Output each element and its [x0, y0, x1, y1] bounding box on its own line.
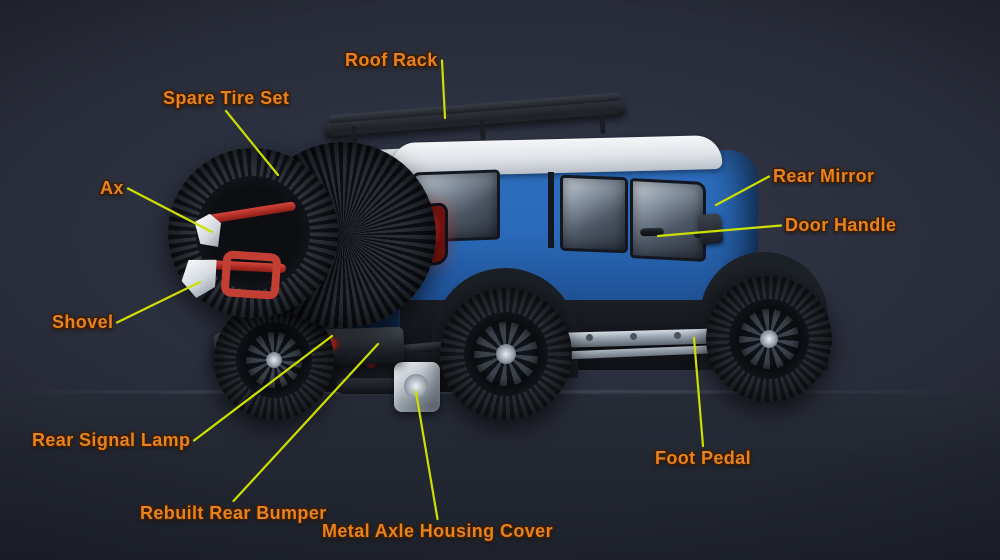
pedal-stud — [674, 332, 681, 339]
callout-label-door-handle: Door Handle — [785, 215, 897, 235]
callout-label-shovel: Shovel — [52, 312, 114, 332]
front-right-wheel — [706, 276, 832, 402]
pedal-stud — [586, 334, 593, 341]
axle-tube — [336, 378, 402, 394]
rear-mirror-part — [698, 212, 724, 246]
wheel-hub — [266, 352, 282, 368]
callout-label-roof-rack: Roof Rack — [345, 50, 438, 70]
tool-mount-loop — [220, 250, 282, 300]
door-handle-part — [639, 227, 665, 237]
front-door-window — [630, 178, 706, 262]
window-pillar — [548, 171, 554, 249]
callout-label-spare-tire-set: Spare Tire Set — [163, 88, 290, 108]
callout-label-ax: Ax — [100, 178, 124, 198]
callout-label-foot-pedal: Foot Pedal — [655, 448, 752, 468]
axle-cap — [404, 374, 428, 398]
pedal-stud — [630, 333, 637, 340]
roof-rack-leg — [599, 113, 606, 135]
rear-door-window — [560, 174, 628, 254]
callout-label-metal-axle-housing-cover: Metal Axle Housing Cover — [322, 521, 553, 541]
wheel-hub — [760, 330, 778, 348]
callout-label-rebuilt-rear-bumper: Rebuilt Rear Bumper — [140, 503, 327, 523]
wheel-hub — [496, 344, 516, 364]
callout-label-rear-mirror: Rear Mirror — [773, 166, 875, 186]
callout-label-rear-signal-lamp: Rear Signal Lamp — [32, 430, 191, 450]
rear-right-wheel — [440, 288, 572, 420]
